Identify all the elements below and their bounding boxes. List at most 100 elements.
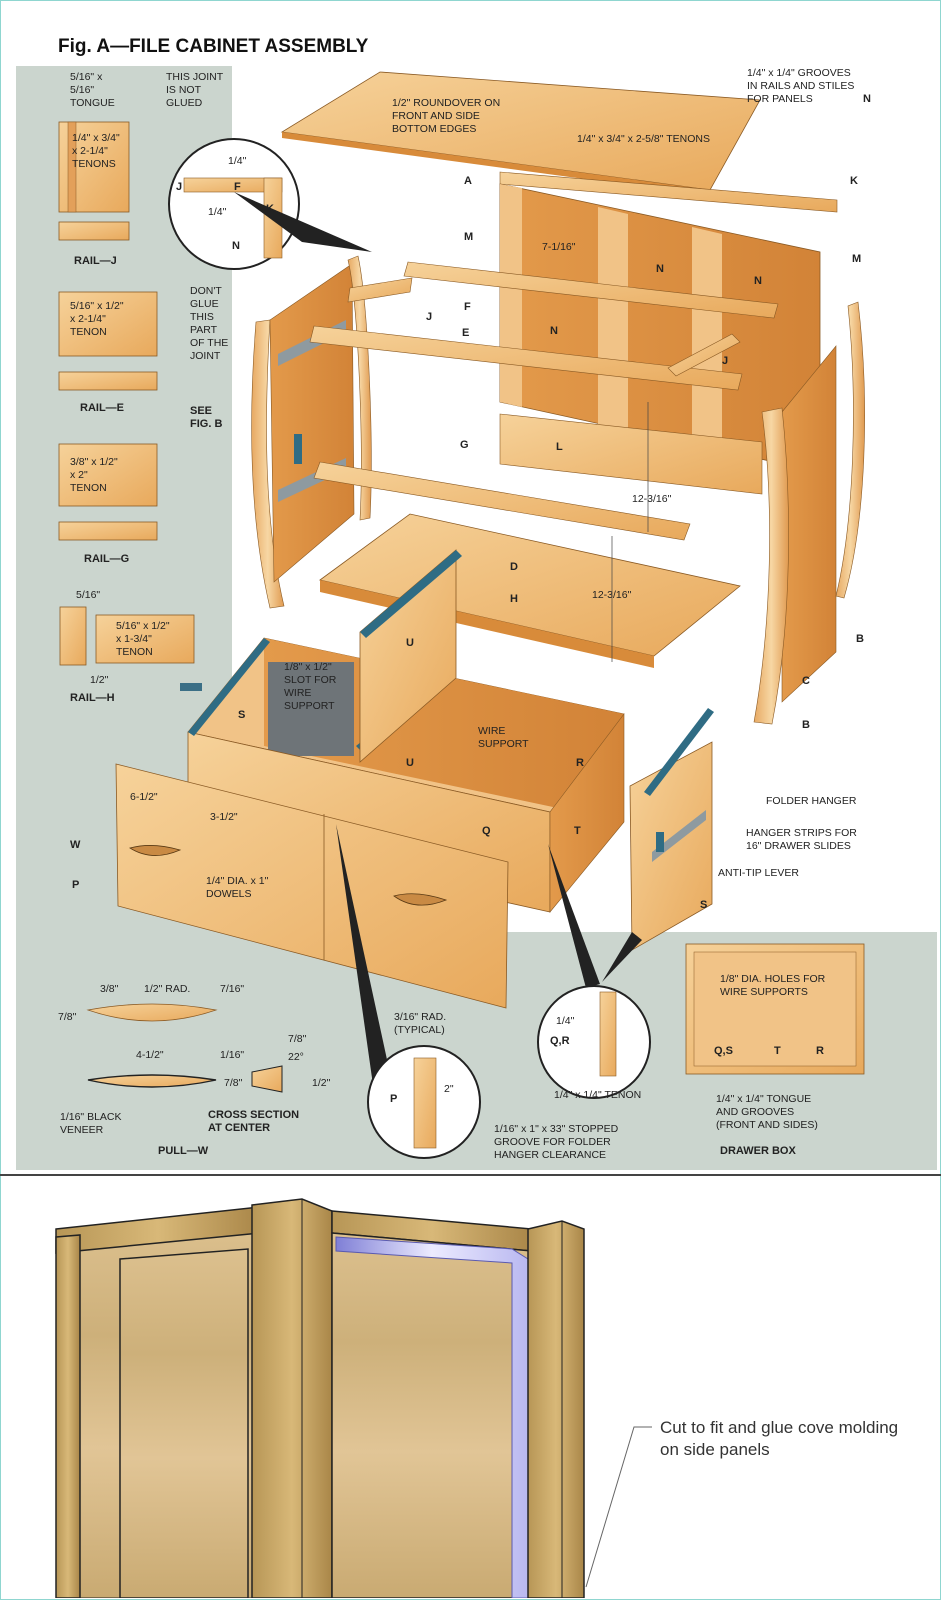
svg-text:A: A [464,175,472,187]
svg-text:1/16" BLACK: 1/16" BLACK [60,1111,122,1123]
svg-text:P: P [72,879,79,891]
svg-text:1/8" DIA. HOLES FOR: 1/8" DIA. HOLES FOR [720,973,826,985]
assembly-drawing: Fig. A—FILE CABINET ASSEMBLY 5/16" x 5/1… [2,2,939,1172]
svg-text:SLOT FOR: SLOT FOR [284,674,337,686]
svg-text:FOR PANELS: FOR PANELS [747,93,813,105]
rail-h-detail: 5/16" 5/16" x 1/2" x 1-3/4" TENON 1/2" R… [59,589,202,704]
svg-text:7/8": 7/8" [58,1011,77,1023]
svg-text:N: N [232,240,240,252]
drawer-box-plan: 1/8" DIA. HOLES FOR WIRE SUPPORTS Q,S T … [685,943,865,1157]
right-side-assembly [753,301,865,725]
svg-text:(FRONT AND SIDES): (FRONT AND SIDES) [716,1119,818,1131]
joint-callout: THIS JOINT IS NOT GLUED 1/4" 1/4" J F K … [166,71,372,430]
svg-text:PULL—W: PULL—W [158,1145,209,1157]
svg-text:H: H [510,593,518,605]
part-letters: A M K N N N M F J E J L G D H B C B U S … [70,175,864,911]
svg-text:RAIL—E: RAIL—E [80,402,124,414]
svg-text:5/16" x 1/2": 5/16" x 1/2" [116,620,170,632]
svg-text:5/16" x: 5/16" x [70,71,103,83]
svg-text:3/8" x 1/2": 3/8" x 1/2" [70,456,118,468]
svg-text:PART: PART [190,324,218,336]
svg-text:U: U [406,757,414,769]
svg-text:JOINT: JOINT [190,350,221,362]
svg-text:W: W [70,839,81,851]
svg-text:3-1/2": 3-1/2" [210,811,238,823]
svg-text:7/8": 7/8" [224,1077,243,1089]
svg-text:R: R [576,757,584,769]
svg-text:R: R [816,1045,824,1057]
svg-text:BOTTOM EDGES: BOTTOM EDGES [392,123,476,135]
svg-text:1/2": 1/2" [90,674,109,686]
svg-text:M: M [464,231,473,243]
svg-text:Q,R: Q,R [550,1035,570,1047]
svg-text:GROOVE FOR FOLDER: GROOVE FOR FOLDER [494,1136,611,1148]
svg-text:x 2-1/4": x 2-1/4" [72,145,108,157]
drawer-side-s [629,708,714,951]
top-panel-a [280,71,761,191]
svg-text:B: B [802,719,810,731]
rail-f [403,261,779,319]
svg-text:GLUE: GLUE [190,298,219,310]
svg-text:ANTI-TIP LEVER: ANTI-TIP LEVER [718,867,799,879]
svg-text:F: F [464,301,471,313]
svg-text:3/16" RAD.: 3/16" RAD. [394,1011,446,1023]
svg-text:CROSS SECTION: CROSS SECTION [208,1109,299,1121]
svg-text:THIS: THIS [190,311,214,323]
svg-text:SEE: SEE [190,405,212,417]
svg-text:RAIL—J: RAIL—J [74,255,117,267]
svg-text:E: E [462,327,469,339]
svg-text:S: S [238,709,245,721]
svg-text:5/16": 5/16" [70,84,94,96]
svg-text:THIS JOINT: THIS JOINT [166,71,224,83]
groove-detail: 3/16" RAD. (TYPICAL) P 2" 1/16" x 1" x 3… [367,1011,619,1161]
svg-text:x 2-1/4": x 2-1/4" [70,313,106,325]
svg-text:G: G [460,439,469,451]
rail-g [313,461,691,541]
svg-text:16" DRAWER SLIDES: 16" DRAWER SLIDES [746,840,851,852]
svg-text:TONGUE: TONGUE [70,97,115,109]
svg-text:1/16": 1/16" [220,1049,244,1061]
svg-text:7/16": 7/16" [220,983,244,995]
svg-text:IS NOT: IS NOT [166,84,202,96]
svg-text:1/4": 1/4" [556,1015,575,1027]
svg-text:DOWELS: DOWELS [206,888,252,900]
svg-text:1/4": 1/4" [228,155,247,167]
svg-text:(TYPICAL): (TYPICAL) [394,1024,445,1036]
svg-text:WIRE: WIRE [478,725,505,737]
svg-text:FRONT AND SIDE: FRONT AND SIDE [392,110,480,122]
svg-text:L: L [556,441,563,453]
render-note-line-1: Cut to fit and glue cove molding [660,1418,898,1437]
svg-text:GLUED: GLUED [166,97,203,109]
svg-text:VENEER: VENEER [60,1124,104,1136]
svg-text:OF THE: OF THE [190,337,228,349]
svg-text:T: T [574,825,581,837]
svg-text:AND GROOVES: AND GROOVES [716,1106,794,1118]
leader-line [585,1426,652,1588]
svg-text:S: S [700,899,707,911]
svg-text:N: N [550,325,558,337]
rail-e-detail: 5/16" x 1/2" x 2-1/4" TENON RAIL—E [58,291,158,414]
svg-text:SUPPORT: SUPPORT [284,700,335,712]
pull-w-detail: 3/8" 1/2" RAD. 7/16" 7/8" 4-1/2" 1/16" 7… [58,983,331,1157]
svg-text:J: J [176,181,182,193]
svg-text:N: N [863,93,871,105]
svg-text:IN RAILS AND STILES: IN RAILS AND STILES [747,80,854,92]
svg-text:DRAWER BOX: DRAWER BOX [720,1145,796,1157]
svg-text:3/8": 3/8" [100,983,119,995]
svg-text:1/8" x 1/2": 1/8" x 1/2" [284,661,332,673]
svg-text:T: T [774,1045,781,1057]
svg-text:K: K [266,203,274,215]
svg-text:N: N [754,275,762,287]
svg-text:x 2": x 2" [70,469,88,481]
cabinet-render [55,1198,585,1598]
svg-text:B: B [856,633,864,645]
svg-text:TENONS: TENONS [72,158,116,170]
svg-text:M: M [852,253,861,265]
svg-text:J: J [426,311,432,323]
svg-text:WIRE: WIRE [284,687,311,699]
assembly-notes: 7-1/16" 12-3/16" 12-3/16" 1/8" x 1/2" SL… [130,241,857,900]
figure-title: Fig. A—FILE CABINET ASSEMBLY [58,36,369,57]
back-rail-k [499,171,838,213]
svg-text:RAIL—G: RAIL—G [84,553,129,565]
svg-text:2": 2" [444,1083,454,1095]
